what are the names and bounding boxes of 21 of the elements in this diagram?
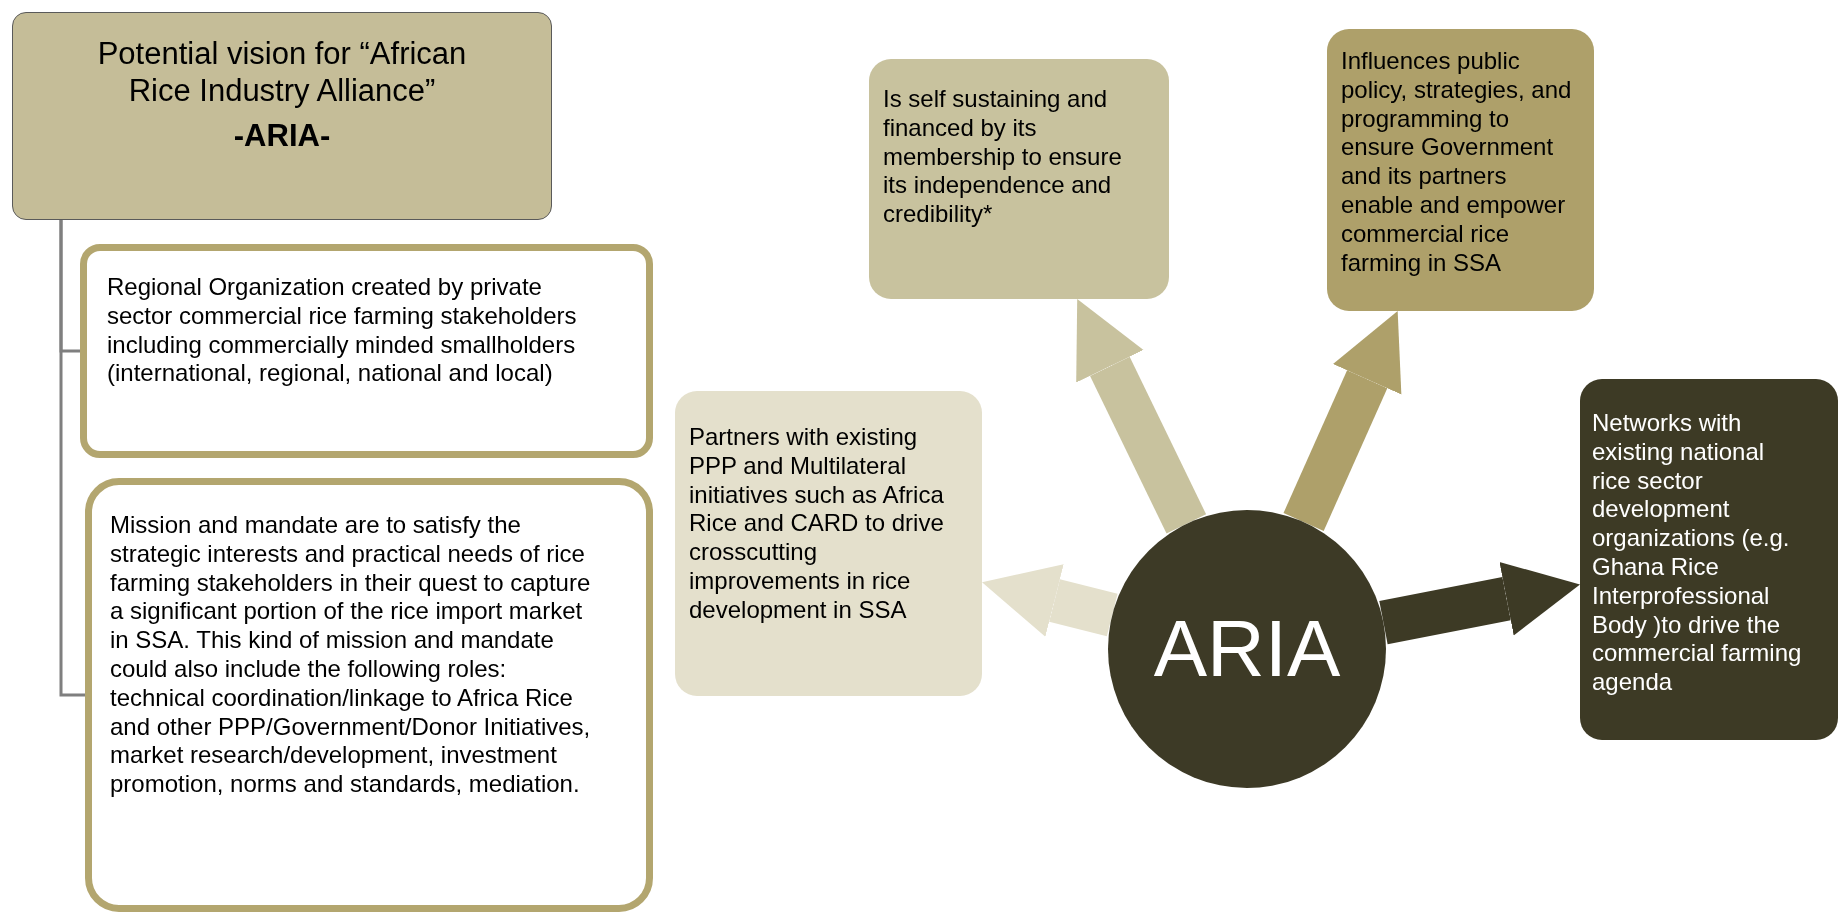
feature-box [1327, 29, 1594, 311]
description-text: Partners with existing PPP and Multilateral initiatives such as Africa Rice and CARD to drive crosscutting improvements in rice development in SSA [689, 423, 945, 625]
feature-box [675, 391, 982, 696]
title-text: Potential vision for “African Rice Industry Alliance” [96, 35, 468, 110]
connector-line [59, 220, 85, 697]
title-box [12, 12, 552, 220]
description-text: Is self sustaining and financed by its membership to ensure its independence and credibility* [883, 85, 1123, 229]
title-abbreviation: -ARIA- [232, 117, 332, 155]
description-text: Mission and mandate are to satisfy the strategic interests and practical needs of rice farming stakeholders in their quest to capture a significant portion of the rice import market in SSA. This kind of mission and mandate could also include the following roles: technical coordination/linkage to Africa Rice and other PPP/Government/Donor Initiatives, market research/development, investment promotion, norms and standards, mediation. [110, 511, 592, 799]
description-text: Networks with existing national rice sector development organizations (e.g. Ghana Rice Interprofessional Body )to drive the commercial farming agenda [1592, 409, 1803, 697]
block-arrow [1076, 299, 1207, 534]
description-text: Influences public policy, strategies, and programming to ensure Government and its partners enable and empower commercial rice farming in SSA [1341, 47, 1573, 278]
block-arrow [1283, 311, 1402, 531]
block-arrow [982, 564, 1118, 637]
info-box [85, 478, 653, 912]
description-text: Regional Organization created by private sector commercial rice farming stakeholders including commercially minded smallholders (international, regional, national and local) [107, 273, 578, 389]
feature-box [869, 59, 1169, 299]
center-label: ARIA [1153, 603, 1341, 695]
info-box [80, 244, 653, 458]
block-arrow [1379, 562, 1580, 645]
feature-box [1580, 379, 1838, 740]
